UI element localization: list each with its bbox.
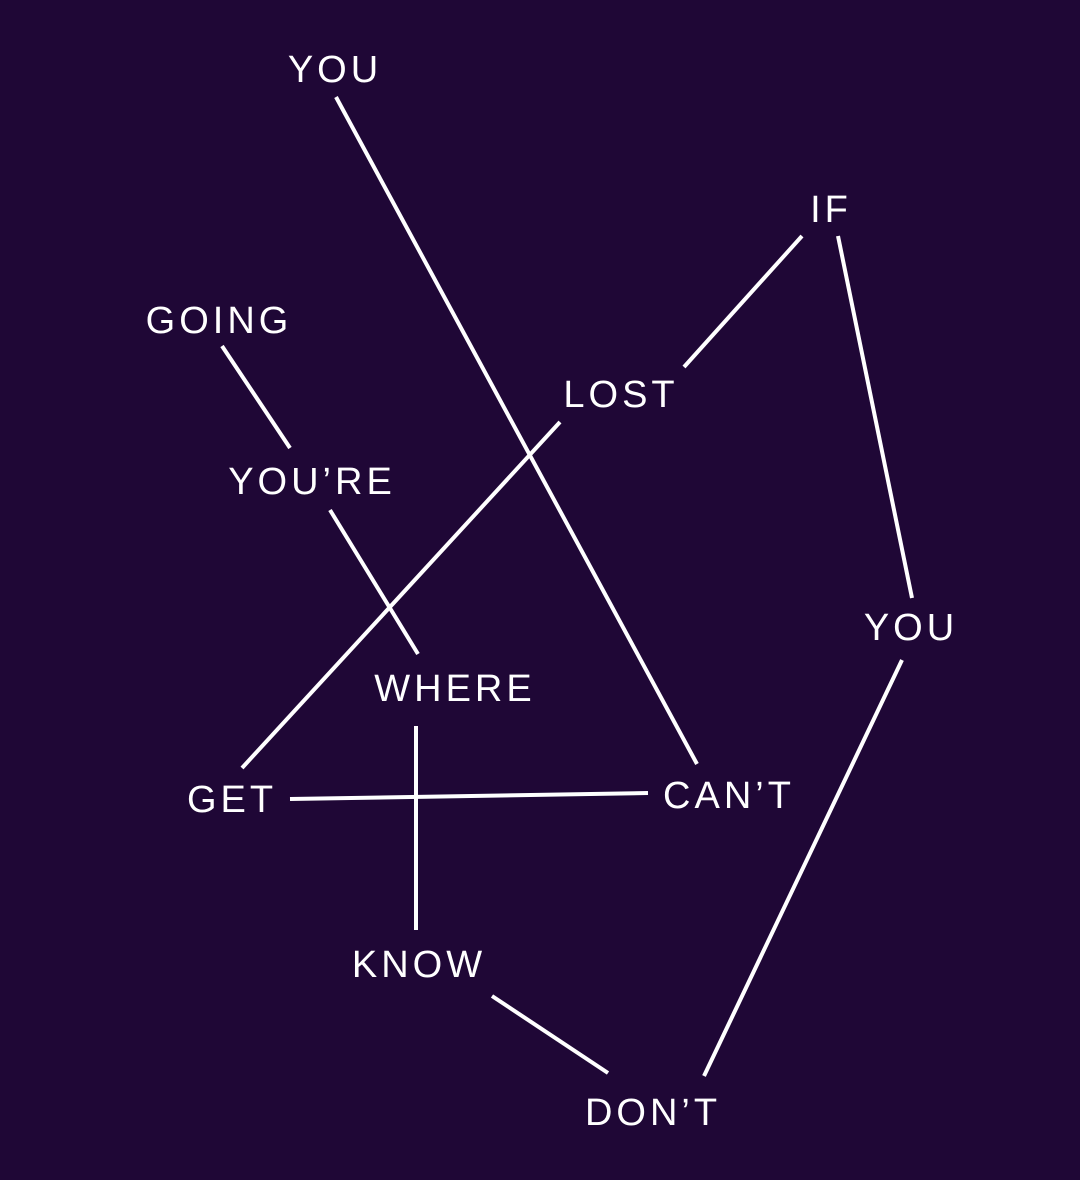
link-know-to-dont [490, 994, 610, 1075]
link-if-to-you-right [836, 235, 914, 599]
link-going-to-youre [220, 344, 292, 450]
link-you-top-to-cant [334, 96, 699, 765]
word-if: IF [810, 189, 852, 231]
word-you-right: YOU [863, 607, 959, 649]
word-going: GOING [145, 300, 293, 342]
word-where: WHERE [374, 668, 536, 710]
link-you-right-to-dont [702, 659, 904, 1077]
link-lost-to-get [240, 420, 562, 770]
word-youre: YOU’RE [228, 461, 396, 503]
link-get-to-cant [289, 791, 649, 801]
word-know: KNOW [351, 944, 487, 986]
word-get: GET [186, 779, 278, 821]
link-youre-to-where [328, 508, 420, 656]
word-dont: DON’T [584, 1092, 722, 1134]
word-lost: LOST [563, 374, 679, 416]
link-if-to-lost [682, 234, 804, 369]
word-you-top: YOU [287, 49, 383, 91]
word-cant: CAN’T [663, 775, 795, 817]
